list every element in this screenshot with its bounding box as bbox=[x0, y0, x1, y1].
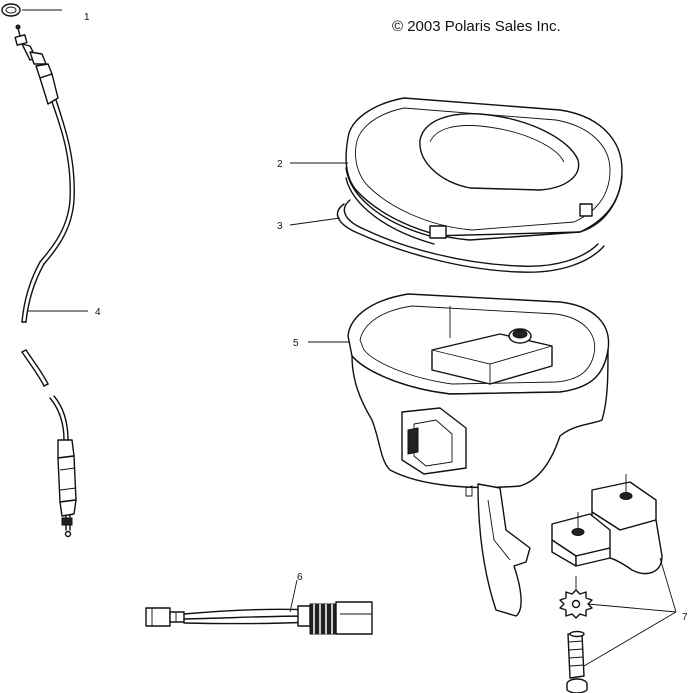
cable-break-segment bbox=[21, 349, 49, 387]
leader-line-7c bbox=[583, 611, 677, 667]
part-7-clamp[interactable] bbox=[551, 474, 663, 575]
callout-1: 1 bbox=[84, 12, 90, 23]
part-7-screw[interactable] bbox=[566, 630, 588, 693]
callout-2: 2 bbox=[277, 159, 283, 170]
callout-6: 6 bbox=[297, 572, 303, 583]
callout-4: 4 bbox=[95, 307, 101, 318]
part-2-cover[interactable] bbox=[345, 97, 623, 245]
part-5-housing[interactable] bbox=[347, 293, 610, 617]
callout-5: 5 bbox=[293, 338, 299, 349]
part-6-wire-harness[interactable] bbox=[145, 601, 373, 635]
part-3-gasket[interactable] bbox=[336, 199, 605, 273]
copyright-text: © 2003 Polaris Sales Inc. bbox=[392, 18, 561, 35]
leader-line-6 bbox=[289, 579, 298, 613]
callout-3: 3 bbox=[277, 221, 283, 232]
part-1-o-ring[interactable] bbox=[1, 3, 21, 17]
callout-7: 7 bbox=[682, 612, 688, 623]
part-7-star-washer[interactable] bbox=[559, 576, 593, 619]
leader-line-3 bbox=[289, 217, 341, 226]
leader-line-7a bbox=[659, 557, 677, 613]
cable-lower-connector[interactable] bbox=[49, 395, 77, 538]
part-4-throttle-cable[interactable] bbox=[14, 24, 75, 323]
leader-line-7b bbox=[587, 603, 677, 613]
